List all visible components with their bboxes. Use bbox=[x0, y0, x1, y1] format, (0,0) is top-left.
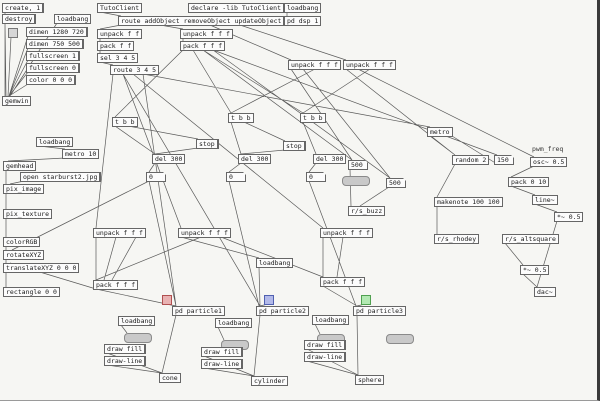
object-box-loadbang-b2[interactable]: loadbang bbox=[215, 318, 253, 328]
message-box-fullscreen-0[interactable]: fullscreen 0 bbox=[26, 63, 80, 73]
message-box-draw-fill-1[interactable]: draw fill bbox=[104, 344, 147, 354]
object-box-loadbang-mid[interactable]: loadbang bbox=[256, 258, 294, 268]
object-box-pack-b[interactable]: pack f f f bbox=[180, 41, 226, 51]
object-box-gemwin[interactable]: gemwin bbox=[2, 96, 32, 106]
object-box-delay-3[interactable]: del 300 bbox=[313, 154, 347, 164]
message-box-draw-line-2[interactable]: draw-line bbox=[201, 359, 244, 369]
object-box-unpack-b[interactable]: unpack f f f bbox=[180, 29, 233, 39]
toggle-particle1-red[interactable] bbox=[162, 295, 172, 305]
patch-cord-lines bbox=[4, 11, 558, 377]
object-box-pd-particle2[interactable]: pd particle2 bbox=[256, 306, 309, 316]
object-box-route-objects[interactable]: route addObject removeObject updateObjec… bbox=[118, 16, 285, 26]
object-box-makenote[interactable]: makenote 100 100 bbox=[434, 197, 503, 207]
object-box-rs-buzz[interactable]: r/s_buzz bbox=[348, 206, 386, 216]
message-box-draw-line-3[interactable]: draw-line bbox=[304, 352, 347, 362]
object-box-cylinder[interactable]: cylinder bbox=[251, 376, 289, 386]
object-box-rs-altsquare[interactable]: r/s_altsquare bbox=[502, 234, 559, 244]
object-box-osc-pwm[interactable]: osc~ 0.5 bbox=[530, 157, 568, 167]
object-box-unpack-p2[interactable]: unpack f f f bbox=[178, 228, 231, 238]
object-box-sel-345[interactable]: sel 3 4 5 bbox=[97, 53, 139, 63]
object-box-unpack-a[interactable]: unpack f f bbox=[97, 29, 143, 39]
object-box-unpack-d[interactable]: unpack f f f bbox=[343, 60, 396, 70]
toggle-gemwin[interactable] bbox=[8, 28, 18, 38]
object-box-unpack-p1[interactable]: unpack f f f bbox=[93, 228, 146, 238]
object-box-random[interactable]: random 2 bbox=[452, 155, 490, 165]
object-box-pix-image[interactable]: pix_image bbox=[3, 184, 45, 194]
object-box-loadbang-gemwin[interactable]: loadbang bbox=[54, 14, 92, 24]
message-box-draw-fill-2[interactable]: draw fill bbox=[201, 347, 244, 357]
object-box-pd-dsp[interactable]: pd dsp 1 bbox=[284, 16, 322, 26]
message-box-dimen-750[interactable]: dimen 750 500 bbox=[26, 39, 84, 49]
object-box-loadbang-top[interactable]: loadbang bbox=[284, 3, 322, 13]
object-box-tutoclient[interactable]: TutoClient bbox=[97, 3, 143, 13]
hslider-mid[interactable] bbox=[342, 176, 370, 186]
number-box-500-b[interactable]: 500 bbox=[386, 178, 406, 188]
object-box-declare[interactable]: declare -lib TutoClient bbox=[188, 3, 285, 13]
object-box-pd-particle1[interactable]: pd particle1 bbox=[172, 306, 225, 316]
comment-pwm-freq: pwm_freq bbox=[532, 145, 564, 153]
message-box-dimen-1280[interactable]: dimen 1280 720 bbox=[26, 27, 88, 37]
message-box-fullscreen-1[interactable]: fullscreen 1 bbox=[26, 51, 80, 61]
number-box-3[interactable]: 0 bbox=[306, 172, 326, 182]
object-box-line-tilde[interactable]: line~ bbox=[532, 195, 558, 205]
object-box-pack-p3[interactable]: pack f f f bbox=[320, 277, 366, 287]
toggle-particle3-green[interactable] bbox=[361, 295, 371, 305]
object-box-unpack-c[interactable]: unpack f f f bbox=[288, 60, 341, 70]
object-box-times-a[interactable]: *~ 0.5 bbox=[554, 212, 584, 222]
object-box-rs-rhodey[interactable]: r/s_rhodey bbox=[434, 234, 480, 244]
object-box-cone[interactable]: cone bbox=[159, 373, 181, 383]
message-box-stop-1[interactable]: stop bbox=[196, 139, 219, 149]
object-box-route-345[interactable]: route 3 4 5 bbox=[110, 65, 160, 75]
object-box-trigger-1[interactable]: t b b bbox=[112, 117, 138, 127]
object-box-loadbang-b1[interactable]: loadbang bbox=[118, 316, 156, 326]
object-box-trigger-3[interactable]: t b b bbox=[300, 113, 326, 123]
message-box-stop-2[interactable]: stop bbox=[283, 141, 306, 151]
object-box-rectangle[interactable]: rectangle 0 0 bbox=[3, 287, 60, 297]
object-box-rotatexyz[interactable]: rotateXYZ bbox=[3, 250, 45, 260]
object-box-trigger-2[interactable]: t b b bbox=[228, 113, 254, 123]
object-box-dac[interactable]: dac~ bbox=[534, 287, 556, 297]
object-box-delay-2[interactable]: del 300 bbox=[238, 154, 272, 164]
object-box-unpack-p3[interactable]: unpack f f f bbox=[320, 228, 373, 238]
message-box-open-image[interactable]: open starburst2.jpg bbox=[20, 172, 102, 182]
number-box-2[interactable]: 0 bbox=[226, 172, 246, 182]
message-box-create[interactable]: create, 1 bbox=[2, 3, 45, 13]
hslider-b1[interactable] bbox=[124, 333, 152, 343]
object-box-loadbang-b3[interactable]: loadbang bbox=[312, 315, 350, 325]
object-box-loadbang-render[interactable]: loadbang bbox=[36, 137, 74, 147]
object-box-colorrgb[interactable]: colorRGB bbox=[3, 237, 41, 247]
object-box-metro-right[interactable]: metro bbox=[427, 127, 453, 137]
object-box-pd-particle3[interactable]: pd particle3 bbox=[353, 306, 406, 316]
object-box-pix-texture[interactable]: pix_texture bbox=[3, 209, 53, 219]
number-box-1[interactable]: 0 bbox=[146, 172, 166, 182]
message-box-draw-line-1[interactable]: draw-line bbox=[104, 356, 147, 366]
message-box-destroy[interactable]: destroy bbox=[2, 14, 37, 24]
toggle-particle2-blue[interactable] bbox=[264, 295, 274, 305]
object-box-delay-1[interactable]: del 300 bbox=[152, 154, 186, 164]
number-box-150[interactable]: 150 bbox=[494, 155, 514, 165]
message-box-color[interactable]: color 0 0 0 bbox=[26, 75, 77, 85]
object-box-pack-0-10[interactable]: pack 0 10 bbox=[508, 177, 550, 187]
message-box-draw-fill-3[interactable]: draw fill bbox=[304, 340, 347, 350]
hslider-b4[interactable] bbox=[386, 334, 414, 344]
object-box-sphere[interactable]: sphere bbox=[355, 375, 385, 385]
object-box-pack-a[interactable]: pack f f bbox=[97, 41, 135, 51]
object-box-pack-p1[interactable]: pack f f f bbox=[93, 280, 139, 290]
object-box-gemhead[interactable]: gemhead bbox=[3, 161, 37, 171]
object-box-times-b[interactable]: *~ 0.5 bbox=[520, 265, 550, 275]
object-box-metro-10[interactable]: metro 10 bbox=[62, 149, 100, 159]
object-box-translatexyz[interactable]: translateXYZ 0 0 0 bbox=[3, 263, 80, 273]
number-box-500-a[interactable]: 500 bbox=[348, 160, 368, 170]
